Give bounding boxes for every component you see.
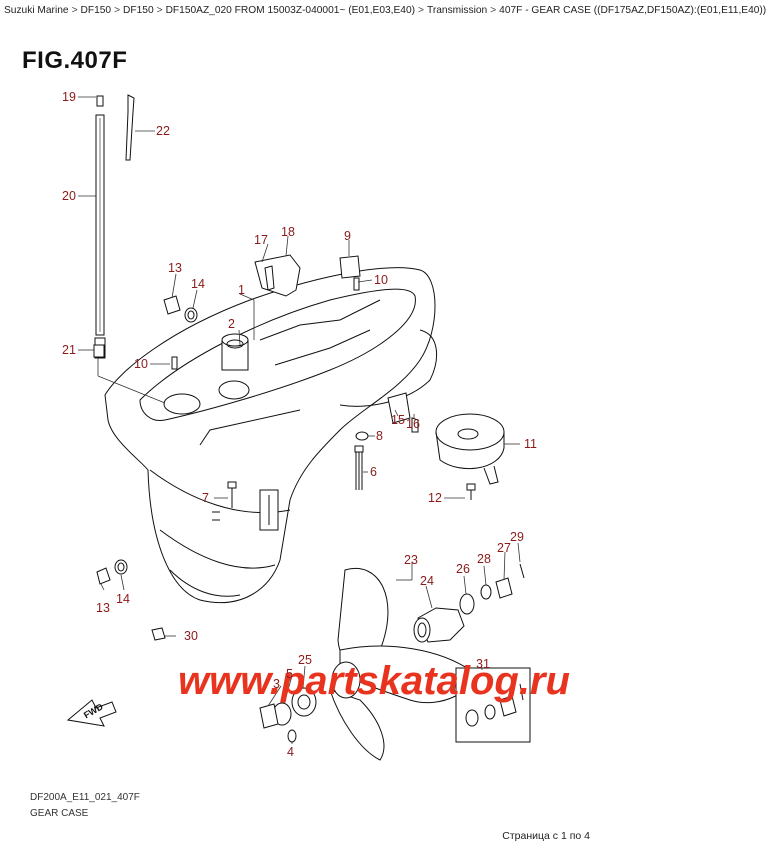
callout-14[interactable]: 14: [191, 277, 205, 291]
callout-15[interactable]: 15: [391, 413, 405, 427]
callout-6[interactable]: 6: [370, 465, 377, 479]
callout-23[interactable]: 23: [404, 553, 418, 567]
gasket: [114, 559, 128, 575]
breadcrumb-current-page: 407F - GEAR CASE ((DF175AZ,DF150AZ):(E01…: [499, 5, 766, 16]
nut: [495, 577, 513, 599]
gasket: [184, 307, 198, 323]
figure-title: FIG.407F: [22, 47, 128, 74]
rubber-cap: [339, 255, 361, 279]
clip-part: [254, 254, 301, 297]
callout-22[interactable]: 22: [156, 124, 170, 138]
gear-case-housing: [104, 267, 438, 604]
callout-10[interactable]: 10: [374, 273, 388, 287]
page-counter: Страница с 1 по 4: [502, 830, 590, 842]
callout-10[interactable]: 10: [134, 357, 148, 371]
propeller: [329, 568, 473, 761]
drive-shaft: [94, 95, 106, 359]
bracket: [387, 392, 411, 424]
drain-plug: [151, 627, 166, 641]
callout-9[interactable]: 9: [344, 229, 351, 243]
callout-31[interactable]: 31: [476, 657, 490, 671]
callout-18[interactable]: 18: [281, 225, 295, 239]
bushing: [93, 344, 105, 358]
washer: [459, 593, 475, 615]
key: [287, 729, 297, 743]
breadcrumb-df150-model[interactable]: DF150: [123, 5, 154, 16]
screw: [411, 417, 419, 433]
callout-14[interactable]: 14: [116, 592, 130, 606]
pin: [171, 356, 178, 370]
callout-3[interactable]: 3: [273, 677, 280, 691]
washer: [480, 584, 492, 600]
callout-26[interactable]: 26: [456, 562, 470, 576]
callout-29[interactable]: 29: [510, 530, 524, 544]
breadcrumb-transmission[interactable]: Transmission: [427, 5, 488, 16]
figure-caption: GEAR CASE: [30, 808, 89, 819]
thrust-washer: [291, 687, 317, 717]
callout-16[interactable]: 16: [406, 417, 420, 431]
breadcrumb-df150[interactable]: DF150: [80, 5, 112, 16]
callout-4[interactable]: 4: [287, 745, 294, 759]
callout-24[interactable]: 24: [420, 574, 434, 588]
callout-25[interactable]: 25: [298, 653, 312, 667]
callout-28[interactable]: 28: [477, 552, 491, 566]
callout-13[interactable]: 13: [96, 601, 110, 615]
bolt: [227, 481, 237, 489]
bolt: [466, 483, 476, 491]
breadcrumb-separator: >: [490, 5, 497, 16]
watermark: www.partskatalog.ru: [178, 659, 570, 703]
pin: [353, 277, 360, 291]
breadcrumb-separator: >: [156, 5, 163, 16]
washer: [355, 431, 369, 441]
callout-21[interactable]: 21: [62, 343, 76, 357]
plug: [163, 295, 181, 315]
breadcrumb-separator: >: [418, 5, 424, 16]
breadcrumb: Suzuki Marine>DF150>DF150>DF150AZ_020 FR…: [4, 4, 766, 17]
callout-19[interactable]: 19: [62, 90, 76, 104]
callout-1[interactable]: 1: [238, 283, 245, 297]
callout-30[interactable]: 30: [184, 629, 198, 643]
bolt: [354, 445, 364, 453]
callout-8[interactable]: 8: [376, 429, 383, 443]
spacer: [259, 703, 279, 729]
figure-code: DF200A_E11_021_407F: [30, 792, 140, 803]
trim-tab-anode: [435, 413, 505, 485]
plug: [96, 567, 111, 585]
nut-kit-box: [455, 667, 531, 743]
callout-11[interactable]: 11: [524, 437, 537, 451]
clip: [125, 94, 135, 161]
callout-7[interactable]: 7: [202, 491, 209, 505]
callout-5[interactable]: 5: [286, 667, 293, 681]
breadcrumb-separator: >: [114, 5, 121, 16]
cotter-pin: [519, 563, 525, 579]
callout-13[interactable]: 13: [168, 261, 182, 275]
callouts: 19 22 20 17 18 9 13 14 10 1 2 21 10 8 15…: [62, 90, 537, 759]
breadcrumb-serial-range[interactable]: DF150AZ_020 FROM 15003Z-040001~ (E01,E03…: [165, 5, 416, 16]
breadcrumb-suzuki-marine[interactable]: Suzuki Marine: [4, 5, 69, 16]
callout-27[interactable]: 27: [497, 541, 511, 555]
forward-arrow-icon: FWD: [66, 699, 117, 727]
callout-20[interactable]: 20: [62, 189, 76, 203]
callout-2[interactable]: 2: [228, 317, 235, 331]
callout-17[interactable]: 17: [254, 233, 268, 247]
leader-lines: [78, 96, 521, 744]
callout-12[interactable]: 12: [428, 491, 442, 505]
propeller-bush: [413, 607, 465, 643]
breadcrumb-separator: >: [71, 5, 78, 16]
parts-diagram: FWD www.partskatalog.ru 19 22 20 17 18 9…: [62, 90, 570, 761]
